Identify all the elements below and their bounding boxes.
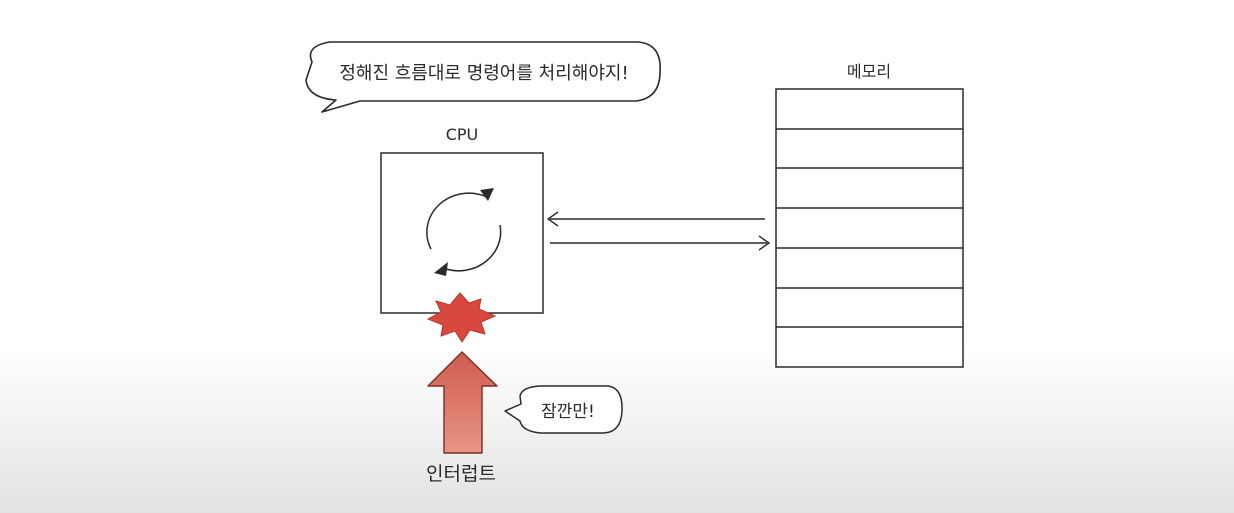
interrupt-burst <box>426 292 497 343</box>
memory-label: 메모리 <box>847 62 891 81</box>
memory-block <box>775 88 964 368</box>
interrupt-arrow <box>427 351 498 454</box>
cpu-box <box>380 152 544 314</box>
memory-outline <box>775 88 964 368</box>
speech-bubble-top: 정해진 흐름대로 명령어를 처리해야지! <box>305 41 661 113</box>
cycle-icon <box>426 192 502 272</box>
speech-top-text: 정해진 흐름대로 명령어를 처리해야지! <box>339 63 628 84</box>
cycle-arrowhead-top <box>480 188 494 201</box>
speech-bubble-small: 잠깐만! <box>504 385 623 434</box>
interrupt-label: 인터럽트 <box>426 463 496 485</box>
cpu-label: CPU <box>446 125 479 144</box>
speech-small-text: 잠깐만! <box>541 402 595 422</box>
memory-to-cpu-arrow <box>546 211 765 227</box>
cycle-arrowhead-bottom <box>434 262 448 276</box>
cpu-to-memory-arrow <box>550 235 771 251</box>
